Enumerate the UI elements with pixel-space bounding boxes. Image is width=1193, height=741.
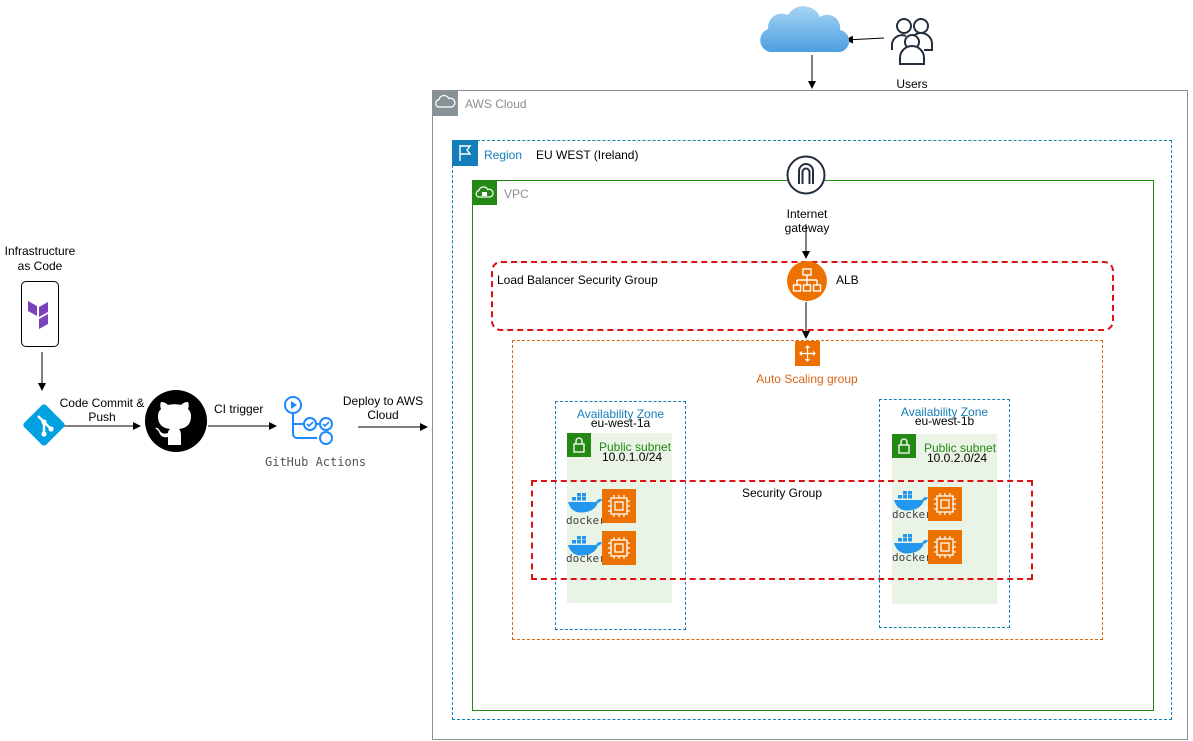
docker-icon	[892, 532, 930, 567]
docker-icon	[566, 534, 604, 569]
commit-push-label: Code Commit & Push	[59, 396, 145, 424]
region-flag-icon	[452, 140, 478, 166]
ec2-instance-icon	[928, 487, 962, 521]
docker-label: docker	[566, 552, 606, 565]
vpc-icon	[472, 180, 497, 205]
aws-cloud-label: AWS Cloud	[465, 97, 527, 111]
users-label: Users	[896, 77, 928, 91]
internet-gateway-label: Internet gateway	[784, 207, 830, 235]
users-icon	[886, 14, 938, 66]
vpc-label: VPC	[504, 187, 529, 201]
region-label: Region	[484, 148, 523, 162]
auto-scaling-group	[512, 340, 1103, 640]
deploy-label: Deploy to AWS Cloud	[342, 394, 424, 422]
terraform-icon	[21, 281, 59, 347]
ec2-instance-icon	[928, 530, 962, 564]
git-icon	[22, 403, 66, 447]
availability-zone-1-title: Availability Zone	[576, 407, 665, 421]
subnet-2-lock-icon	[892, 434, 916, 458]
docker-label: docker	[566, 514, 606, 527]
instance-security-group-label: Security Group	[742, 486, 823, 500]
availability-zone-2-name: eu-west-1b	[914, 414, 975, 428]
public-subnet-2-label: Public subnet	[924, 441, 997, 455]
subnet-1-lock-icon	[567, 433, 591, 457]
github-icon	[144, 389, 208, 453]
public-subnet-2-cidr: 10.0.2.0/24	[927, 451, 988, 465]
public-subnet-1-label: Public subnet	[599, 440, 672, 454]
aws-cloud-container	[432, 90, 1188, 740]
availability-zone-2-title: Availability Zone	[900, 405, 989, 419]
iac-label: Infrastructure as Code	[4, 244, 76, 273]
internet-gateway-icon	[786, 155, 826, 195]
instance-security-group	[531, 480, 1033, 580]
lb-security-group-label: Load Balancer Security Group	[497, 273, 658, 287]
internet-cloud-icon	[756, 2, 850, 58]
ec2-instance-icon	[602, 531, 636, 565]
availability-zone-2	[879, 399, 1010, 628]
github-actions-label: GitHub Actions	[265, 455, 367, 469]
region-container	[452, 140, 1172, 720]
docker-icon	[892, 489, 930, 524]
alb-icon	[786, 260, 828, 302]
auto-scaling-label: Auto Scaling group	[756, 372, 858, 386]
region-name: EU WEST (Ireland)	[536, 148, 639, 162]
public-subnet-1-cidr: 10.0.1.0/24	[602, 450, 663, 464]
docker-icon	[566, 491, 604, 526]
arrow-users-to-internet	[845, 35, 885, 44]
availability-zone-1	[555, 401, 686, 630]
github-actions-icon	[280, 394, 336, 446]
ec2-instance-icon	[602, 489, 636, 523]
docker-label: docker	[892, 508, 932, 521]
availability-zone-1-name: eu-west-1a	[590, 416, 651, 430]
ci-trigger-label: CI trigger	[214, 402, 264, 416]
auto-scaling-icon	[795, 341, 820, 366]
docker-label: docker	[892, 551, 932, 564]
aws-cloud-icon	[432, 90, 458, 116]
alb-label: ALB	[836, 273, 859, 287]
